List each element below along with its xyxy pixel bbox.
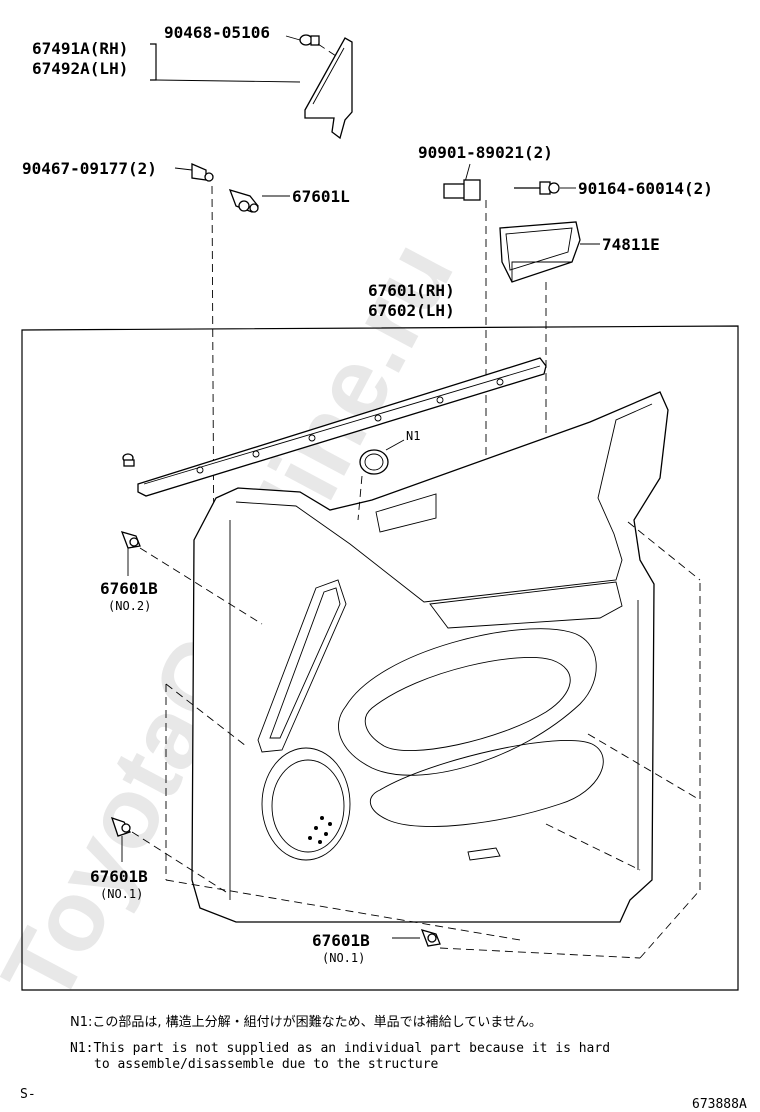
part-67601L[interactable]: 67601L xyxy=(292,187,350,206)
door-trim-panel xyxy=(191,391,669,923)
bracket-rh-lh xyxy=(150,43,157,81)
diagram-code: 673888A xyxy=(692,1097,747,1112)
clip-90468 xyxy=(299,34,320,46)
part-67601B-no1b[interactable]: 67601B xyxy=(312,931,370,950)
clip-90467 xyxy=(191,163,214,182)
mirror-garnish xyxy=(304,37,353,140)
part-90901-89021[interactable]: 90901-89021(2) xyxy=(418,143,553,162)
bolt-90164 xyxy=(514,181,560,195)
part-67601-rh[interactable]: 67601(RH) xyxy=(368,281,455,300)
note-en-line2: to assemble/disassemble due to the struc… xyxy=(94,1057,439,1072)
clip-67601B-no1a xyxy=(110,816,131,837)
part-67491A[interactable]: 67491A(RH) xyxy=(32,39,128,58)
part-67601B-no1a-sub: (NO.1) xyxy=(100,887,143,901)
belt-weatherstrip xyxy=(137,357,547,497)
clip-90901 xyxy=(443,179,481,201)
clip-67601B-no1b xyxy=(420,929,441,947)
part-67492A[interactable]: 67492A(LH) xyxy=(32,59,128,78)
part-90468-05106[interactable]: 90468-05106 xyxy=(164,23,270,42)
part-74811E[interactable]: 74811E xyxy=(602,235,660,254)
part-90467-09177[interactable]: 90467-09177(2) xyxy=(22,159,157,178)
part-67601B-no1b-sub: (NO.1) xyxy=(322,951,365,965)
note-en-line1: N1:This part is not supplied as an indiv… xyxy=(70,1041,610,1056)
clip-67601B-no2 xyxy=(120,531,141,549)
part-67601B-no2[interactable]: 67601B xyxy=(100,579,158,598)
part-67601B-no1a[interactable]: 67601B xyxy=(90,867,148,886)
part-67602-lh[interactable]: 67602(LH) xyxy=(368,301,455,320)
pull-pocket-74811E xyxy=(499,221,581,283)
part-90164-60014[interactable]: 90164-60014(2) xyxy=(578,179,713,198)
clip-67601L xyxy=(228,189,259,213)
note-jp: N1:この部品は, 構造上分解・組付けが困難なため、単品では補給していません。 xyxy=(70,1014,542,1030)
grommet-n1 xyxy=(359,449,389,475)
assembly-frame xyxy=(21,325,739,991)
callout-n1: N1 xyxy=(406,429,420,443)
footer-prefix: S- xyxy=(20,1087,36,1102)
small-screw xyxy=(122,453,135,467)
part-67601B-no2-sub: (NO.2) xyxy=(108,599,151,613)
